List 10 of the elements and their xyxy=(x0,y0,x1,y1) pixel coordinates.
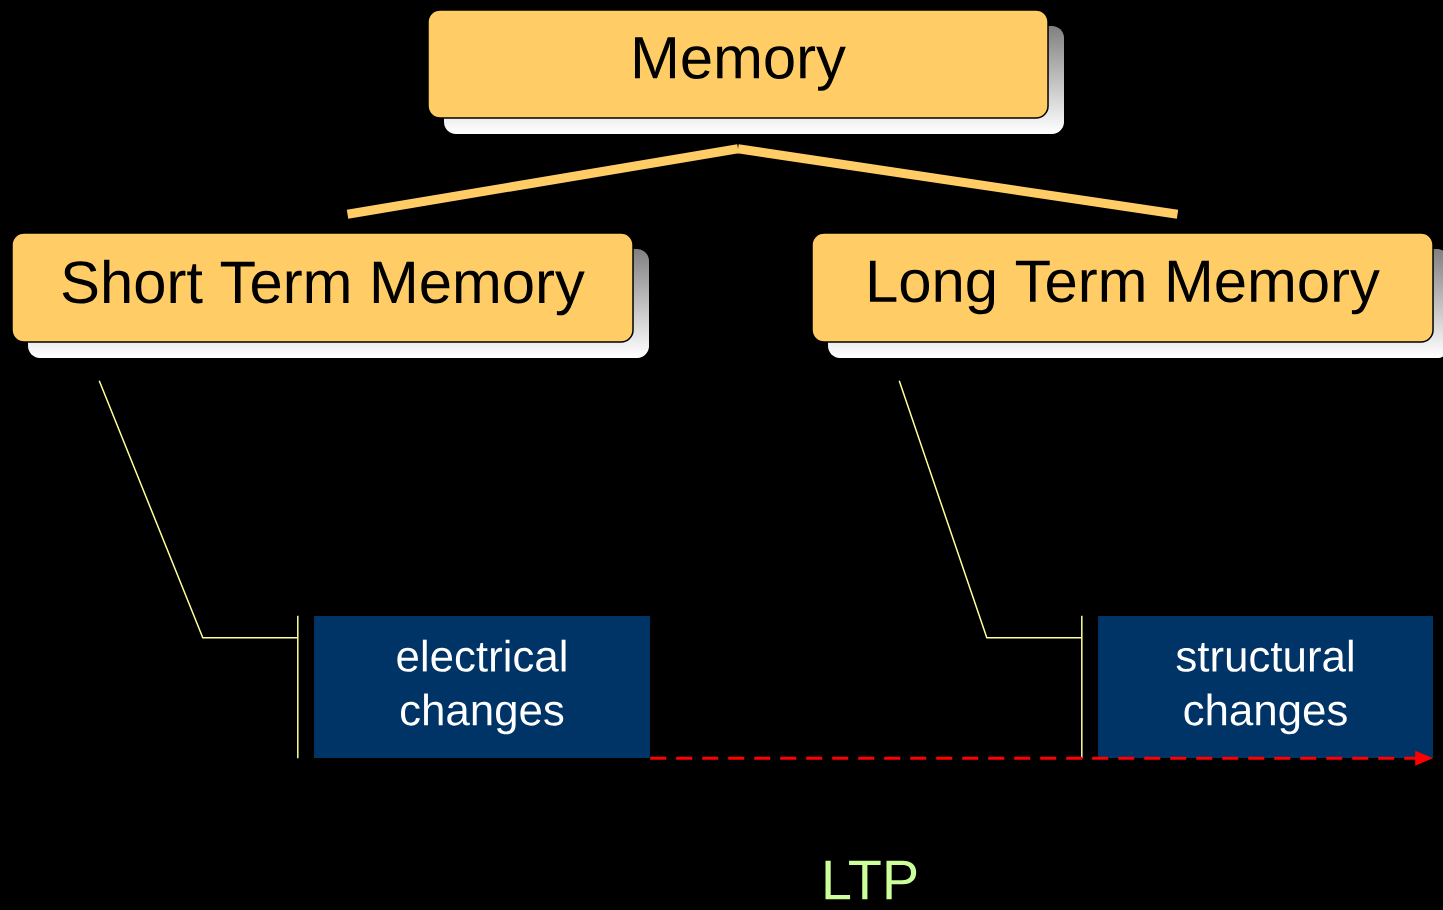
connector-line xyxy=(346,144,739,219)
rounded-box: Memory xyxy=(427,9,1064,134)
leader-line xyxy=(898,380,1083,759)
rounded-box: Long Term Memory xyxy=(811,232,1443,358)
label: LTP xyxy=(825,860,917,900)
rounded-box: Short Term Memory xyxy=(11,232,649,358)
leader-line xyxy=(98,380,299,759)
process-box: electrical changes xyxy=(314,616,650,758)
process-box: structural changes xyxy=(1098,616,1433,758)
connector-line xyxy=(737,144,1179,219)
